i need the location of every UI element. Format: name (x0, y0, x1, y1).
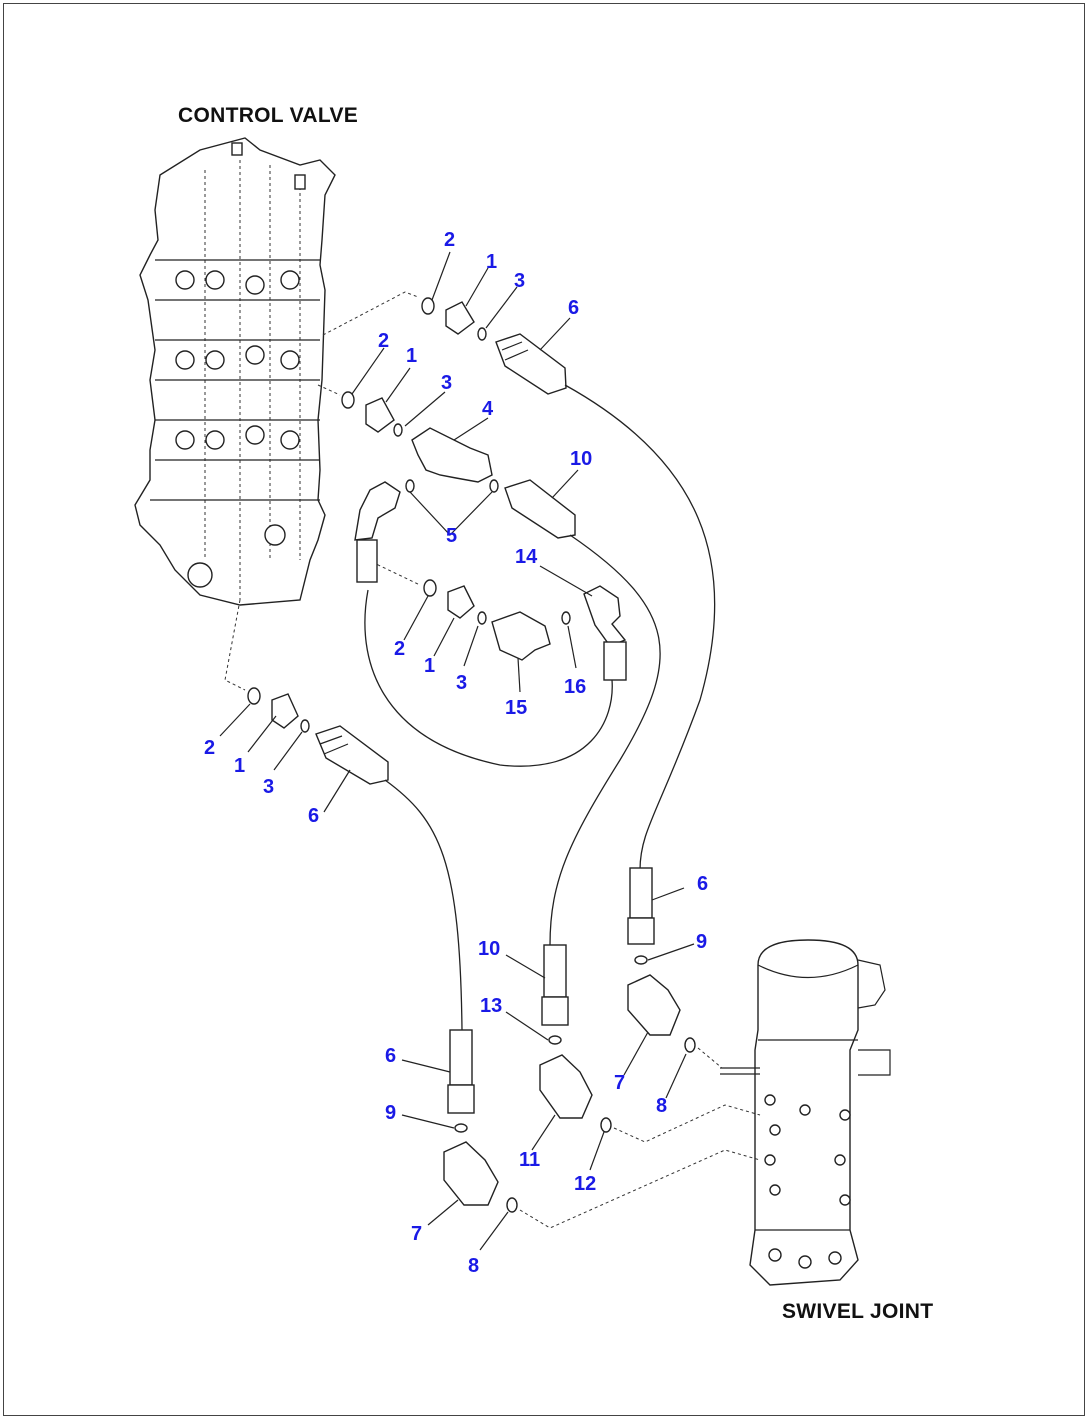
upper-fitting-group (421, 297, 567, 395)
callout-1: 1 (234, 755, 246, 777)
callout-12: 12 (574, 1173, 597, 1195)
callout-1: 1 (424, 655, 436, 677)
callout-3: 3 (263, 776, 275, 798)
left-elbow-hose (354, 481, 401, 583)
callout-2: 2 (394, 638, 406, 660)
callout-6: 6 (385, 1045, 397, 1067)
lower-elbow-group (423, 579, 627, 681)
callout-8: 8 (468, 1255, 480, 1277)
callout-1: 1 (486, 251, 498, 273)
callout-11: 11 (519, 1149, 541, 1171)
callout-14: 14 (515, 546, 538, 568)
callout-16: 16 (564, 676, 587, 698)
callout-13: 13 (480, 995, 503, 1017)
lower-left-fitting-group (247, 687, 389, 785)
callout-10: 10 (570, 448, 593, 470)
callout-10: 10 (478, 938, 501, 960)
callout-3: 3 (441, 372, 453, 394)
callout-9: 9 (696, 931, 708, 953)
callout-9: 9 (385, 1102, 397, 1124)
callout-7: 7 (411, 1223, 423, 1245)
callout-2: 2 (444, 229, 456, 251)
callout-4: 4 (482, 398, 494, 420)
callout-8: 8 (656, 1095, 668, 1117)
control-valve-drawing (134, 137, 336, 606)
diagram-frame (3, 3, 1085, 1416)
middle-hose-end (539, 944, 612, 1133)
callout-6: 6 (697, 873, 709, 895)
control-valve-label: CONTROL VALVE (178, 104, 359, 127)
swivel-joint-label: SWIVEL JOINT (782, 1300, 934, 1323)
swivel-joint-drawing (720, 939, 891, 1286)
callout-2: 2 (204, 737, 216, 759)
callout-6: 6 (568, 297, 580, 319)
callout-7: 7 (614, 1072, 626, 1094)
callout-1: 1 (406, 345, 418, 367)
right-hose-end (627, 867, 696, 1053)
leader-lines (219, 251, 695, 1251)
callout-3: 3 (456, 672, 468, 694)
tee-fitting-group (341, 391, 499, 536)
callout-15: 15 (505, 697, 528, 719)
callout-2: 2 (378, 330, 390, 352)
callout-3: 3 (514, 270, 526, 292)
left-hose-end (443, 1029, 518, 1213)
callout-6: 6 (308, 805, 320, 827)
callout-5: 5 (446, 525, 458, 547)
